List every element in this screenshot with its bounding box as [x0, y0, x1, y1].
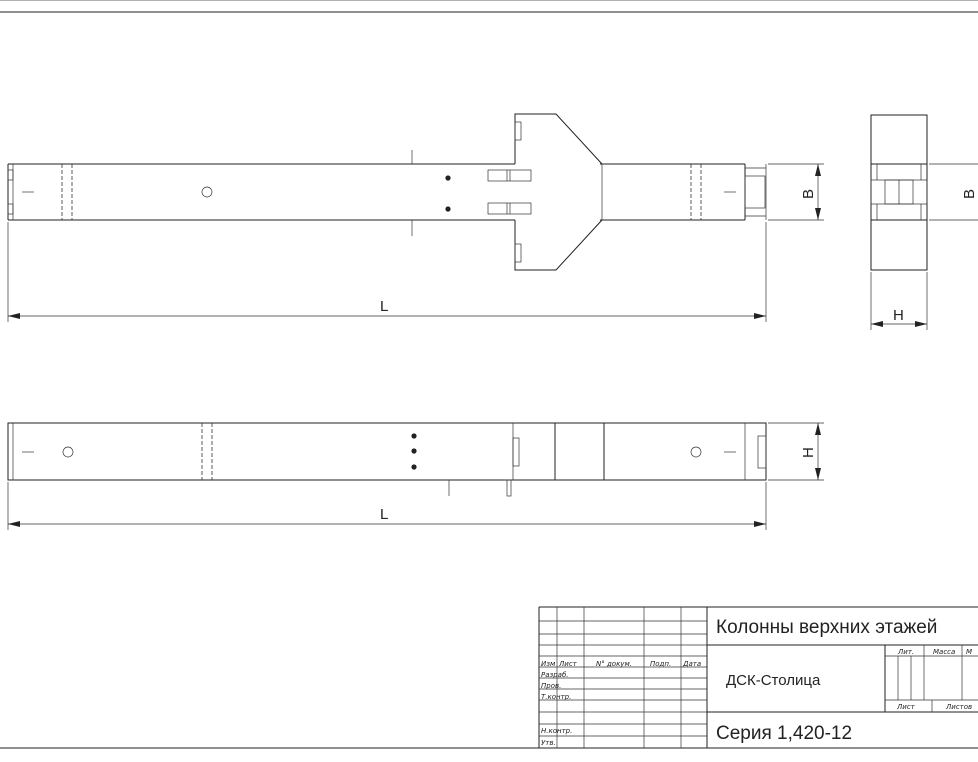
stamp-sheet: Лист	[896, 703, 916, 711]
stamp-scale: М	[966, 648, 972, 656]
row-prov: Пров.	[541, 682, 561, 690]
side-view: L H	[7, 422, 824, 530]
col-date: Дата	[682, 660, 701, 668]
col-list: Лист	[558, 660, 578, 668]
series-number: Серия 1,420-12	[716, 723, 852, 744]
col-izm: Изм	[541, 660, 556, 668]
col-doc: N° докум.	[596, 660, 632, 668]
anchor-dot	[411, 433, 417, 439]
top-view: L B	[7, 113, 824, 322]
lifting-hole	[690, 446, 702, 458]
anchor-dot	[411, 448, 417, 454]
organization-name: ДСК-Столица	[726, 672, 821, 689]
drawing-title: Колонны верхних этажей	[716, 617, 937, 638]
title-block: Изм Лист N° докум. Подп. Дата Разраб. Пр…	[538, 606, 978, 748]
height-label-end: H	[893, 307, 904, 324]
stamp-lit: Лит.	[897, 648, 914, 656]
anchor-dot	[445, 175, 451, 181]
column-bar-outline	[7, 163, 767, 221]
dimension-B-top: B	[768, 163, 824, 221]
width-label-end: B	[961, 189, 978, 199]
lifting-hole	[62, 446, 74, 458]
anchor-dot	[445, 206, 451, 212]
lifting-hole	[201, 186, 213, 198]
dimension-H-end: H	[870, 272, 928, 330]
length-label: L	[380, 298, 388, 315]
length-label-side: L	[380, 506, 388, 523]
dimension-L-side: L	[7, 482, 767, 530]
dimension-B-end: B	[929, 163, 978, 221]
row-tkontr: Т.контр.	[541, 693, 571, 701]
height-label-side: H	[800, 447, 817, 458]
console-wing	[487, 113, 603, 271]
anchor-dot	[411, 464, 417, 470]
width-label: B	[800, 189, 817, 199]
col-sign: Подп.	[650, 660, 671, 668]
row-nkontr: Н.контр.	[541, 727, 572, 735]
dashed-joints-top	[61, 164, 702, 220]
end-view: B H	[870, 114, 978, 330]
row-utv: Утв.	[541, 739, 556, 747]
dimension-L-top: L	[7, 222, 767, 322]
stamp-massa: Масса	[933, 648, 955, 656]
stamp-sheets: Листов	[945, 703, 972, 711]
dimension-H-side: H	[768, 422, 824, 481]
row-razrab: Разраб.	[541, 671, 569, 679]
